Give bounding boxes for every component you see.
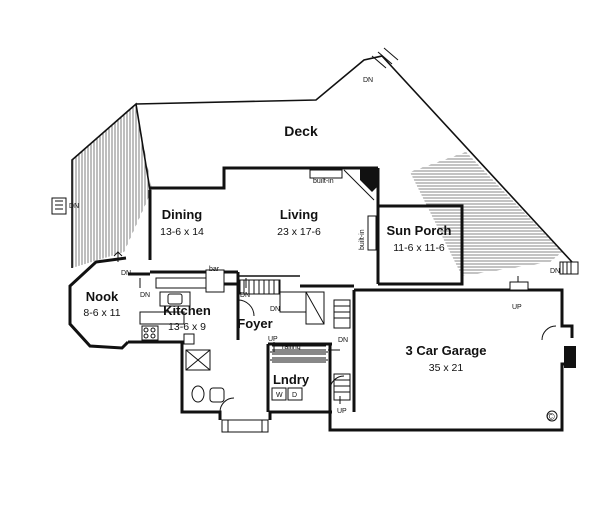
deck-outline	[71, 47, 573, 268]
dn-label-kitchen: DN	[140, 292, 150, 299]
room-living-size: 23 x 17-6	[277, 226, 321, 238]
fixtures	[139, 168, 576, 433]
room-dining-size: 13-6 x 14	[160, 226, 204, 238]
door-swings	[219, 299, 557, 413]
room-sunporch-name: Sun Porch	[386, 223, 451, 238]
room-laundry-name: Lndry	[273, 372, 310, 387]
dn-label-deck-left: DN	[69, 203, 79, 210]
room-kitchen-size: 13-6 x 9	[168, 321, 206, 333]
room-deck-name: Deck	[284, 123, 318, 139]
dryer-icon	[287, 387, 303, 401]
builtin-label-top: built-in	[313, 178, 334, 185]
copyright-mark: ©	[547, 411, 555, 423]
dn-label-deck-right: DN	[550, 268, 560, 275]
washer-icon	[271, 387, 287, 401]
room-garage-name: 3 Car Garage	[406, 343, 487, 358]
up-label-foyer: UP	[268, 336, 278, 343]
stair-landing	[279, 291, 351, 329]
washer-label: W	[276, 392, 283, 399]
utility-block	[564, 346, 576, 368]
dn-label-garage: DN	[338, 337, 348, 344]
room-dining-name: Dining	[162, 207, 202, 222]
room-living-name: Living	[280, 207, 318, 222]
dn-label-foyer: DN	[240, 292, 250, 299]
dryer-label: D	[292, 392, 297, 399]
dn-label-nook: DN	[121, 270, 131, 277]
room-nook-name: Nook	[86, 289, 119, 304]
room-labels: Deck Dining 13-6 x 14 Living 23 x 17-6 S…	[83, 123, 486, 387]
toilet-icon	[191, 385, 205, 403]
room-nook-size: 8-6 x 11	[83, 307, 120, 319]
deck-left-hatch	[72, 104, 152, 268]
main-stair	[239, 279, 326, 363]
room-foyer-name: Foyer	[237, 316, 272, 331]
room-garage-size: 35 x 21	[429, 362, 464, 374]
exterior-walls	[68, 166, 574, 432]
up-label-garage-bottom: UP	[337, 408, 347, 415]
deck-stairs	[51, 197, 579, 275]
dn-label-stair: DN	[270, 306, 280, 313]
bar-label: bar	[209, 266, 220, 273]
room-kitchen-name: Kitchen	[163, 303, 211, 318]
railing-label: railing	[282, 344, 301, 351]
room-sunporch-size: 11-6 x 11-6	[393, 242, 445, 254]
stair-arrows	[113, 250, 519, 404]
stove-icon	[141, 325, 159, 341]
annotations: DN DN DN DN DN DN DN DN UP UP UP built-i…	[69, 77, 560, 423]
fireplace-icon	[360, 168, 378, 192]
dn-label-deck-top: DN	[363, 77, 373, 84]
builtin-label-side: built-in	[359, 229, 366, 250]
sink-icon	[167, 293, 183, 305]
up-label-garage-top: UP	[512, 304, 522, 311]
